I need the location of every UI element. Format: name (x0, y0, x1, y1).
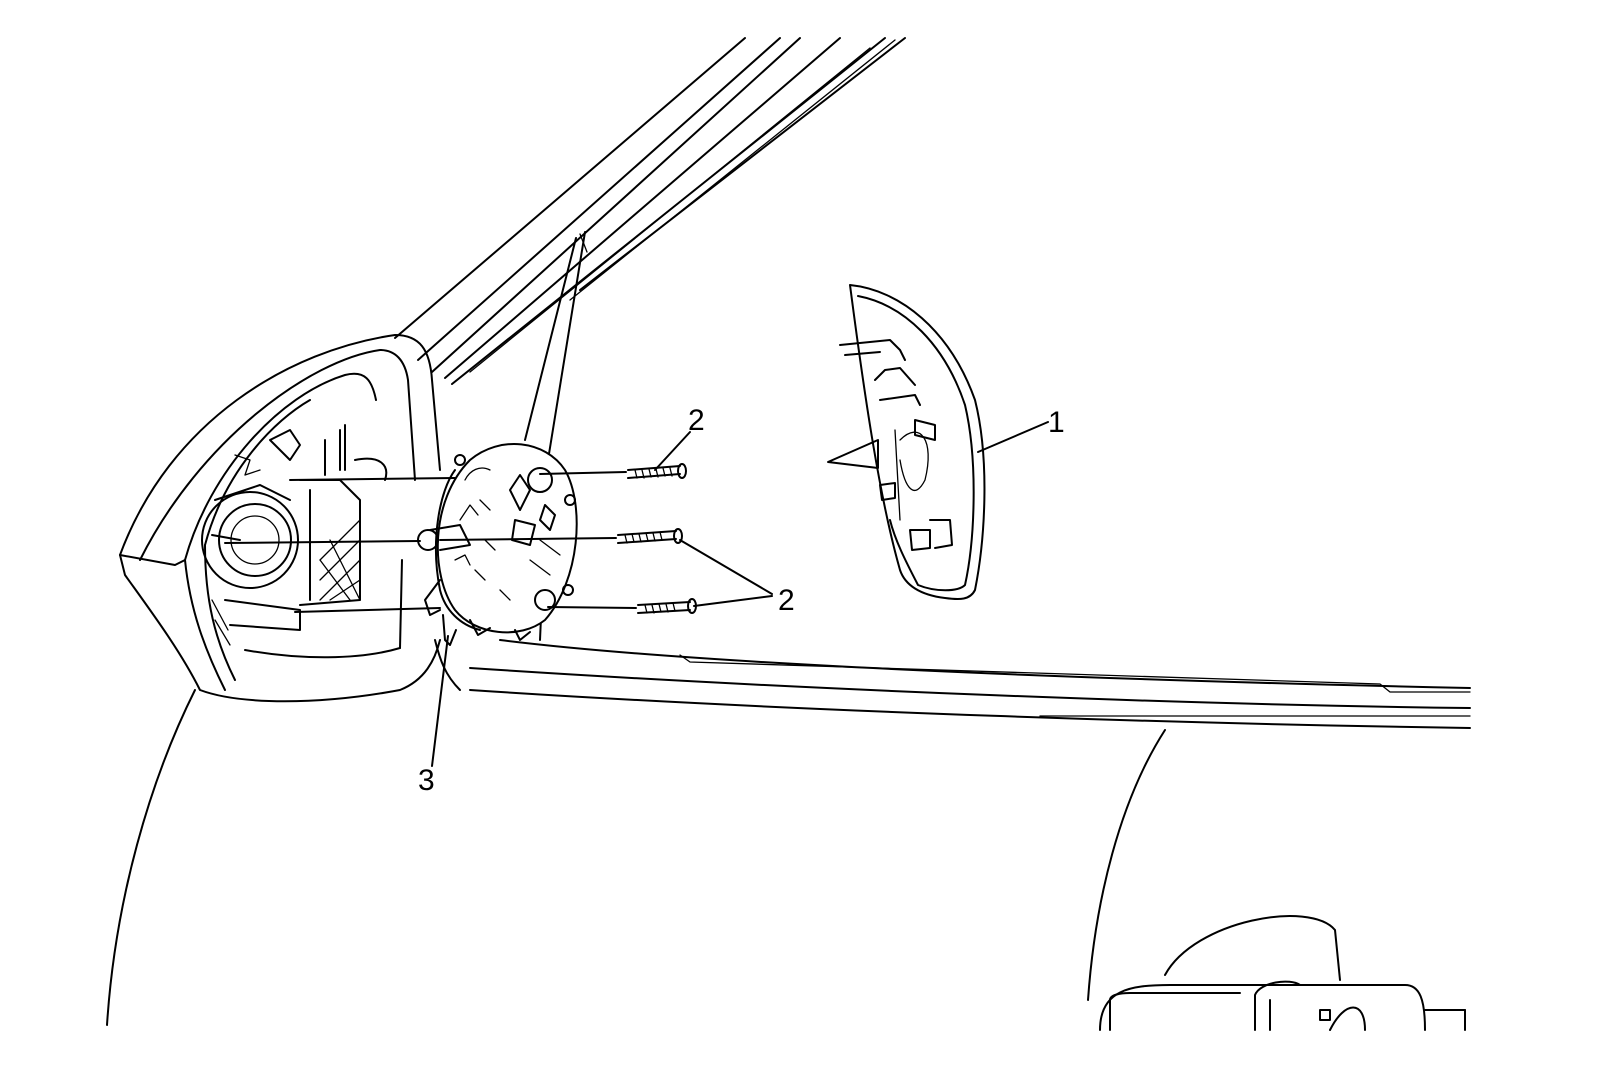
callout-labels: 1 2 2 3 (418, 404, 1065, 797)
door-handle-area (1087, 729, 1466, 1031)
mirror-glass (827, 284, 986, 600)
callout-2-lower: 2 (778, 584, 795, 617)
callout-3: 3 (418, 764, 435, 797)
screw-middle (617, 528, 683, 544)
callout-1: 1 (1048, 406, 1065, 439)
windshield-frame (394, 37, 906, 385)
mirror-actuator-plate (417, 443, 578, 646)
door-edge (106, 639, 461, 1026)
mirror-internals (201, 424, 388, 646)
screw-lower (637, 598, 697, 614)
callout-leaders (431, 421, 1049, 767)
screw-upper (627, 463, 687, 479)
mirror-housing (119, 334, 441, 703)
alignment-lines (224, 471, 637, 613)
door-beltline (469, 639, 1471, 729)
callout-2-upper: 2 (688, 404, 705, 437)
